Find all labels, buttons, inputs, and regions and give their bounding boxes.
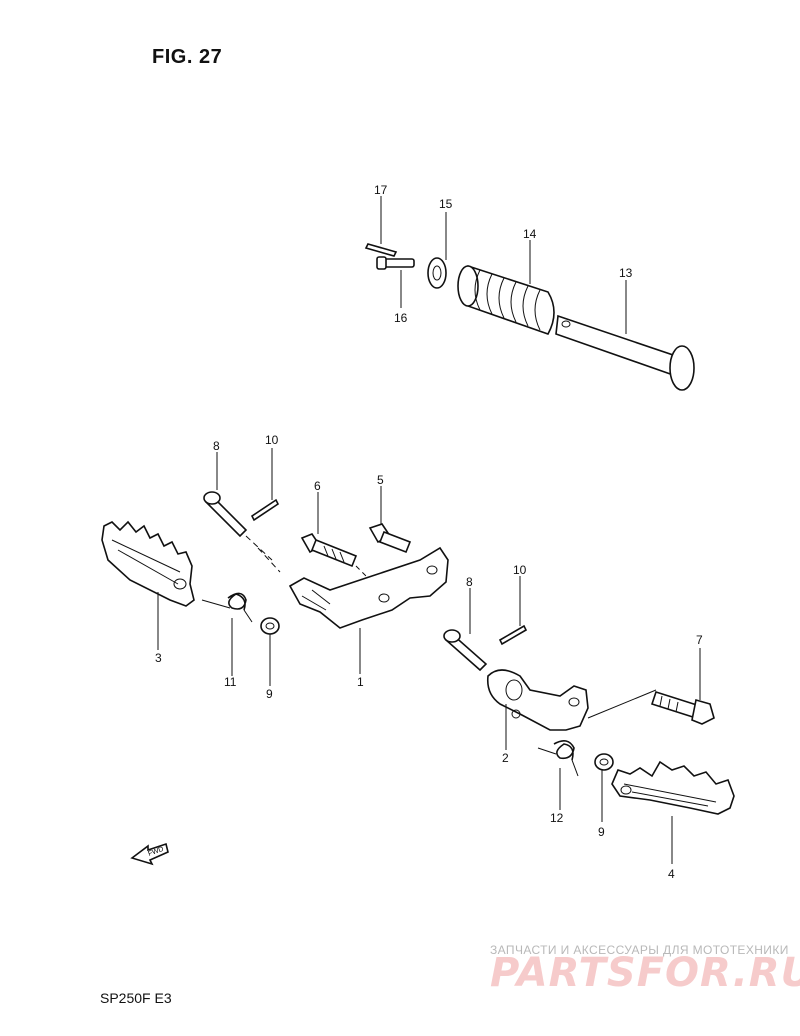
- callout-1: 1: [357, 675, 364, 689]
- callout-11: 11: [224, 675, 237, 689]
- callout-8-right: 8: [466, 575, 473, 589]
- fwd-arrow-icon: [130, 842, 169, 866]
- bracket-1: [288, 546, 449, 674]
- cotter-pin-17: [364, 196, 398, 257]
- footrest-shaft-13: [555, 280, 695, 391]
- rubber-grip-14: [457, 240, 555, 335]
- bolt-7: [650, 648, 715, 725]
- cotter-pin-10-right: [498, 576, 528, 646]
- callout-13: 13: [619, 266, 633, 280]
- spring-11: [201, 592, 253, 676]
- callout-9-left: 9: [266, 687, 273, 701]
- footpeg-3-left: [101, 520, 195, 650]
- callout-16: 16: [394, 311, 408, 325]
- bracket-2: [486, 669, 657, 750]
- watermark-logo: PARTSFOR.RU: [490, 950, 800, 996]
- pin-8-right: [443, 588, 488, 672]
- watermark-tagline: ЗАПЧАСТИ И АКСЕССУАРЫ ДЛЯ МОТОТЕХНИКИ: [490, 943, 789, 957]
- pin-16: [376, 256, 415, 308]
- callout-2: 2: [502, 751, 509, 765]
- callout-3: 3: [155, 651, 162, 665]
- callout-4: 4: [668, 867, 675, 881]
- callout-17: 17: [374, 183, 388, 197]
- callout-6: 6: [314, 479, 321, 493]
- washer-9-right: [594, 753, 614, 822]
- callout-7: 7: [696, 633, 703, 647]
- pin-8-left: [203, 452, 281, 573]
- figure-title: FIG. 27: [152, 46, 223, 68]
- model-code: SP250F E3: [100, 990, 172, 1006]
- footpeg-4-right: [611, 760, 735, 864]
- callout-12: 12: [550, 811, 564, 825]
- callout-8-left: 8: [213, 439, 220, 453]
- callout-10-right: 10: [513, 563, 527, 577]
- callout-10-left: 10: [265, 433, 279, 447]
- washer-9-left: [260, 617, 280, 686]
- callout-9-right: 9: [598, 825, 605, 839]
- spring-12: [537, 740, 579, 810]
- callout-15: 15: [439, 197, 453, 211]
- washer-15: [427, 212, 447, 289]
- bolt-5: [368, 486, 412, 554]
- callout-14: 14: [523, 227, 537, 241]
- bolt-6: [300, 492, 373, 583]
- callout-5: 5: [377, 473, 384, 487]
- cotter-pin-10-left: [250, 448, 280, 522]
